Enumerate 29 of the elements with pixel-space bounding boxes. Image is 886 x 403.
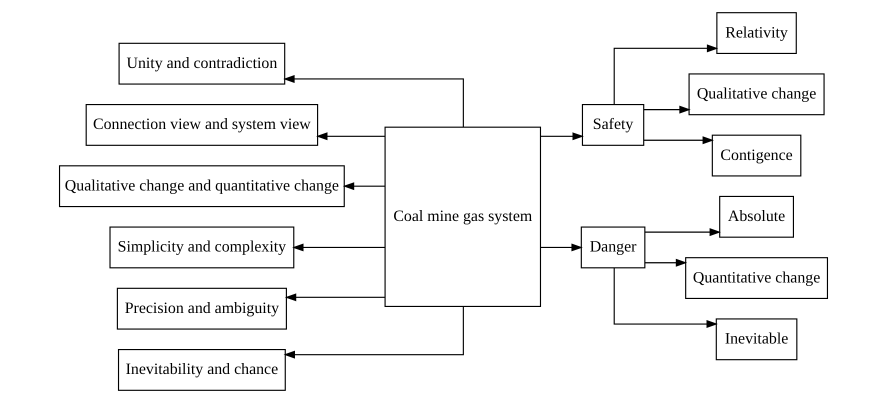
node-box: Contigence [711, 134, 801, 177]
arrow [540, 243, 582, 252]
arrow [613, 44, 718, 104]
node-box: Connection view and system view [85, 104, 318, 146]
arrow [316, 132, 384, 140]
arrow [643, 136, 714, 144]
arrow [283, 306, 464, 359]
node-box: Inevitability and chance [117, 348, 286, 391]
arrow [540, 132, 584, 140]
arrow [292, 243, 385, 252]
node-box: Relativity [716, 12, 796, 54]
arrow [643, 106, 690, 114]
node-box: Qualitative change and quantitative change [58, 165, 344, 208]
node-box: Quantitative change [684, 257, 828, 300]
node-box: Qualitative change [688, 73, 824, 116]
node-box: Absolute [718, 196, 794, 238]
arrow [644, 258, 687, 267]
arrow [342, 182, 384, 190]
node-box: Safety [581, 104, 644, 146]
arrow [613, 268, 718, 328]
node-box: Precision and ambiguity [116, 288, 286, 330]
node-box: Coal mine gas system [384, 126, 541, 307]
node-box: Unity and contradiction [118, 42, 285, 85]
node-box: Danger [580, 226, 645, 268]
node-box: Inevitable [715, 318, 797, 360]
arrow [284, 293, 384, 302]
arrow [282, 75, 464, 128]
arrow [644, 228, 720, 236]
node-box: Simplicity and complexity [108, 226, 294, 268]
